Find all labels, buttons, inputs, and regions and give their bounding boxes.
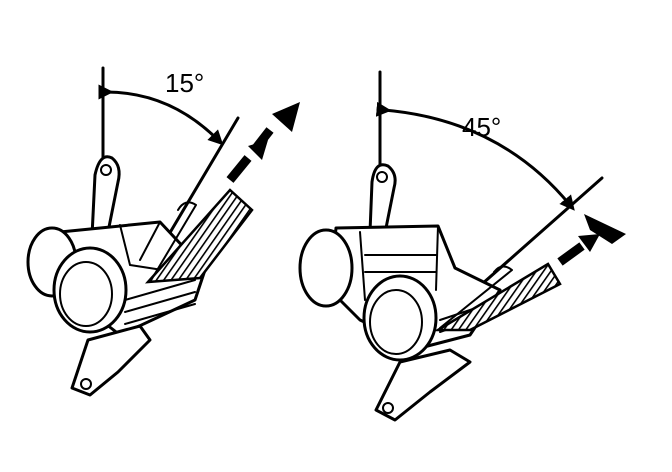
mount-tab-right [374,348,472,422]
spring-plate-left [145,188,254,284]
cylinder-back-right [298,228,354,308]
bracket-top-left [90,155,121,238]
motion-arrow-left [226,102,300,183]
angle-arc-right [375,101,575,211]
angle-label-left: 15° [165,68,204,98]
bracket-top-right [368,163,397,234]
cylinder-front-right [362,274,438,362]
figure-left: 15° [26,66,300,397]
motion-arrow-right [557,214,626,266]
spring-plate-right [433,262,562,332]
cylinder-front-left [52,246,128,334]
bracket-hole-right [376,171,388,183]
mount-tab-left [70,324,152,397]
mount-hole-left [80,378,92,390]
angle-label-right: 45° [462,112,501,142]
mount-hole-right [382,402,394,414]
bracket-hole-left [100,164,112,176]
angle-arc-left [98,84,224,146]
figure-right: 45° [298,70,626,422]
